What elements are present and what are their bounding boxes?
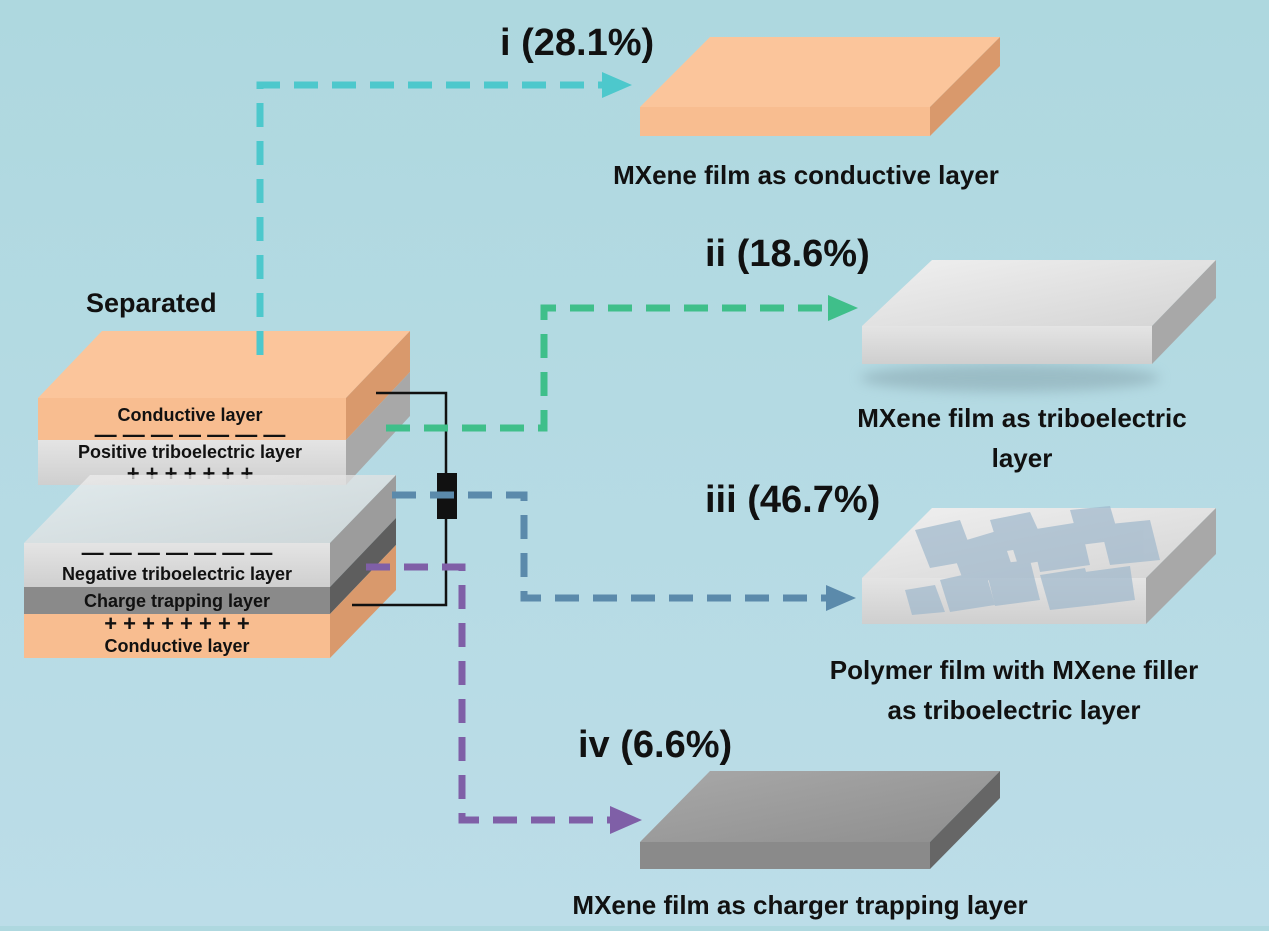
- mxene-flakes: [905, 506, 1160, 615]
- connector-iii-arrowhead: [826, 585, 856, 611]
- top-conductive-layer: Conductive layer — — — — — — —: [38, 331, 410, 447]
- connector-i: [256, 72, 632, 355]
- positive-tribo-label: Positive triboelectric layer: [78, 442, 302, 462]
- branch-iii-caption-line-1: Polymer film with MXene filler: [830, 655, 1198, 685]
- connector-i-arrowhead: [602, 72, 632, 98]
- bottom-conductive-front-face: [24, 614, 330, 658]
- branch-iv-caption-line-1: MXene film as charger trapping layer: [572, 890, 1027, 920]
- branch-iv-film-top: [640, 771, 1000, 842]
- branch-iv-film-side: [930, 771, 1000, 869]
- bottom-conductive-layer: + + + + + + + + Conductive layer: [24, 545, 396, 658]
- positive-tribo-side-face: [346, 372, 410, 485]
- negative-tribo-front-face: [24, 543, 330, 587]
- charge-trapping-front-face: [24, 587, 330, 614]
- branch-iii: iii (46.7%) Polymer film with MXene fill…: [705, 479, 1216, 725]
- branch-iii-title: iii (46.7%): [705, 479, 880, 521]
- charge-trapping-side-face: [330, 518, 396, 614]
- branch-iv-film-front: [640, 842, 930, 869]
- branch-i-caption-line-1: MXene film as conductive layer: [613, 160, 999, 190]
- connector-iii: [392, 491, 856, 611]
- bottom-conductive-charges: + + + + + + + +: [104, 611, 250, 636]
- connector-ii-arrowhead: [828, 295, 858, 321]
- branch-ii-film-side: [1152, 260, 1216, 364]
- top-conductive-top-face: [38, 331, 410, 398]
- branch-ii-film-top: [862, 260, 1216, 326]
- connector-iv: [366, 563, 642, 834]
- teng-stack: Separated Conductive layer — — — — — — —…: [24, 288, 457, 658]
- negative-tribo-top-face: [24, 475, 396, 543]
- connector-i-line: [256, 81, 605, 355]
- charge-trapping-label: Charge trapping layer: [84, 591, 270, 611]
- branch-i: i (28.1%) MXene film as conductive layer: [500, 22, 1000, 190]
- branch-iii-caption-line-2: as triboelectric layer: [888, 695, 1141, 725]
- branch-ii: ii (18.6%) MXene film as triboelectric l…: [705, 233, 1216, 473]
- charge-trapping-layer: Charge trapping layer: [24, 518, 396, 614]
- top-conductive-label: Conductive layer: [117, 405, 262, 425]
- branch-iv: iv (6.6%) MXene film as charger trapping…: [572, 724, 1027, 920]
- branch-ii-title: ii (18.6%): [705, 233, 870, 275]
- branch-ii-caption-line-1: MXene film as triboelectric: [857, 403, 1186, 433]
- branch-i-film-side: [930, 37, 1000, 136]
- branch-ii-film-front: [862, 326, 1152, 364]
- stack-title: Separated: [86, 288, 217, 318]
- negative-tribo-side-face: [330, 475, 396, 587]
- branch-iv-title: iv (6.6%): [578, 724, 732, 766]
- connector-iv-arrowhead: [610, 806, 642, 834]
- bottom-conductive-label: Conductive layer: [104, 636, 249, 656]
- connector-ii: [386, 295, 858, 432]
- top-conductive-side-face: [346, 331, 410, 440]
- bottom-conductive-side-face: [330, 545, 396, 658]
- top-conductive-front-face: [38, 398, 346, 440]
- branch-i-film-front: [640, 107, 930, 136]
- negative-triboelectric-layer: — — — — — — — Negative triboelectric lay…: [24, 475, 396, 587]
- branch-iii-film-side: [1146, 508, 1216, 624]
- connector-iv-line: [366, 563, 612, 824]
- negative-tribo-charges: — — — — — — —: [82, 540, 273, 565]
- negative-tribo-label: Negative triboelectric layer: [62, 564, 292, 584]
- branch-ii-shadow: [860, 364, 1160, 392]
- connector-iii-line: [392, 491, 828, 602]
- branch-i-film-top: [640, 37, 1000, 107]
- branch-ii-caption-line-2: layer: [992, 443, 1053, 473]
- connector-ii-line: [386, 304, 830, 432]
- branch-i-title: i (28.1%): [500, 22, 654, 64]
